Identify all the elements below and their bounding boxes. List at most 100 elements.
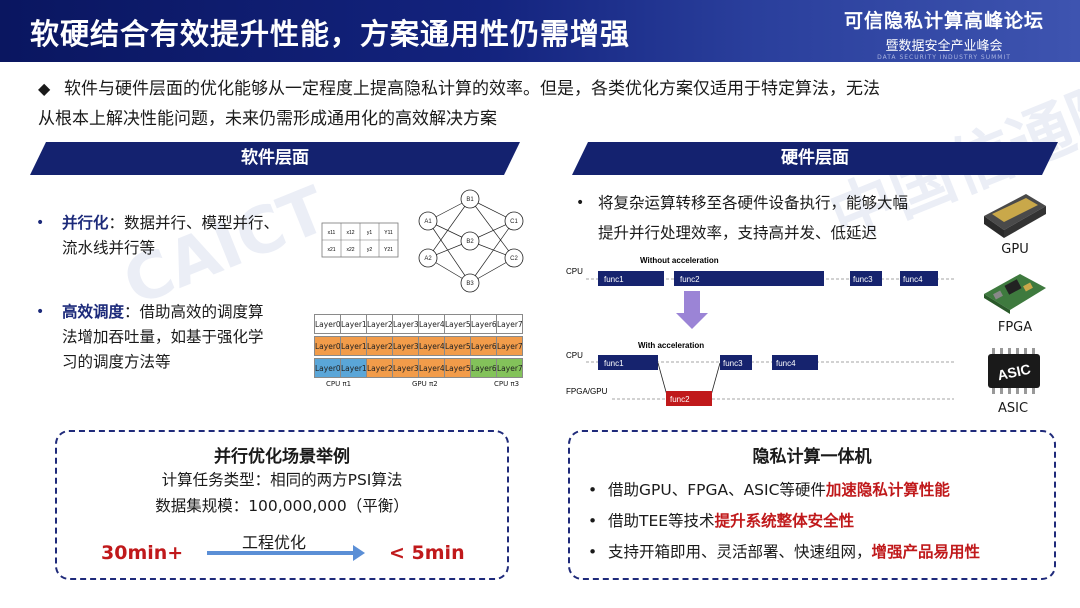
func-block [900,271,938,286]
forum-subtitle: 暨数据安全产业峰会 [885,39,1003,54]
nn-node-label: B1 [466,197,474,203]
layer-cell: Layer4 [418,336,445,356]
layer-cell: Layer1 [340,358,367,378]
parallel-diagram: x11 x12 y1 Y11 x21 x22 y2 Y21 A1 A2 B1 B… [321,189,524,293]
layer-cell: Layer1 [340,336,367,356]
layer-cell: Layer4 [418,314,445,334]
list-item: •支持开箱即用、灵活部署、快速组网，增强产品易用性 [584,537,1054,568]
software-banner: 软件层面 [30,142,520,175]
keyword: 并行化 [62,214,109,232]
layer-cell: Layer7 [496,358,523,378]
separator: ： [124,303,140,321]
layer-cell: Layer6 [470,358,497,378]
forum-english: DATA SECURITY INDUSTRY SUMMIT [877,54,1011,61]
func-label: func1 [604,275,624,284]
arrow-right-icon [207,551,357,555]
layer-cell: Layer2 [366,358,393,378]
parallel-example-box: 并行优化场景举例 计算任务类型：相同的两方PSI算法 数据集规模：100,000… [55,430,509,580]
keyword: 高效调度 [62,303,125,321]
list-item: • 借助GPU、FPGA、ASIC等硬件加速隐私计算性能 [584,475,1054,506]
item-highlight: 增强产品易用性 [871,543,981,561]
time-after: < 5min [389,542,465,564]
hardware-text-line: 提升并行处理效率，支持高并发、低延迟 [598,224,878,242]
func-block [598,355,658,370]
device-label: CPU π3 [494,380,520,388]
software-item-parallel: • 并行化：数据并行、模型并行、 流水线并行等 [36,211,312,261]
hardware-text-line: 将复杂运算转移至各硬件设备执行，能够大幅 [598,194,909,212]
bullet: • [576,195,585,211]
arrow-head-icon [353,545,365,561]
time-before: 30min+ [101,542,184,564]
func-block [674,271,824,286]
func-label: func2 [670,395,690,404]
asic-chip-text: ASIC [996,361,1032,384]
bullet: • [36,215,45,231]
layer-cell: Layer7 [496,336,523,356]
layer-cell: Layer2 [366,336,393,356]
acceleration-timeline: Without acceleration CPU func1 func2 fun… [566,256,954,406]
hardware-banner: 硬件层面 [572,142,1058,175]
forum-name: 可信隐私计算高峰论坛 [843,10,1044,32]
intro-line-2: 从根本上解决性能问题，未来仍需形成通用化的高效解决方案 [38,109,497,129]
nn-nodes [418,189,524,293]
layer-row-orange: Layer0 Layer1 Layer2 Layer3 Layer4 Layer… [314,336,523,356]
layer-cell: Layer3 [392,314,419,334]
list-item: •借助TEE等技术提升系统整体安全性 [584,506,1054,537]
privacy-appliance-box: 隐私计算一体机 • 借助GPU、FPGA、ASIC等硬件加速隐私计算性能 •借助T… [568,430,1056,580]
matrix-cell: x12 [346,230,354,236]
with-acceleration-label: With acceleration [638,341,704,350]
matrix-cell: Y11 [384,230,393,236]
matrix-cell: x22 [346,247,354,253]
func-block [850,271,882,286]
layer-row-plain: Layer0 Layer1 Layer2 Layer3 Layer4 Layer… [314,314,523,334]
appliance-feature-list: • 借助GPU、FPGA、ASIC等硬件加速隐私计算性能 •借助TEE等技术提升系… [570,475,1054,568]
layer-cell: Layer7 [496,314,523,334]
bullet: • [588,512,598,530]
nn-node-label: C2 [510,256,518,262]
matrix-cell: y2 [367,247,373,253]
matrix-cell: Y21 [384,247,393,253]
forum-logo: 可信隐私计算高峰论坛 暨数据安全产业峰会 DATA SECURITY INDUS… [844,6,1044,61]
layer-cell: Layer3 [392,336,419,356]
layer-cell: Layer5 [444,314,471,334]
diamond-bullet-icon: ◆ [38,79,51,98]
nn-node-label: B3 [466,281,474,287]
item-highlight: 加速隐私计算性能 [825,481,950,499]
layer-pipeline: Layer0 Layer1 Layer2 Layer3 Layer4 Layer… [314,314,523,392]
fpga-board-icon [984,274,1046,314]
item-text: 借助高效的调度算 [139,303,264,321]
func-block [598,271,664,286]
nn-node-label: A1 [424,219,432,225]
software-item-scheduling: • 高效调度：借助高效的调度算 法增加吞吐量，如基于强化学 习的调度方法等 [36,300,312,375]
cpu-axis-label: CPU [566,351,583,360]
box-title: 隐私计算一体机 [752,447,872,467]
box-title: 并行优化场景举例 [214,447,350,467]
bullet: • [588,481,598,499]
layer-cell: Layer0 [314,314,341,334]
item-highlight: 提升系统整体安全性 [714,512,855,530]
slide-title: 软硬结合有效提升性能，方案通用性仍需增强 [30,17,631,51]
task-type-line: 计算任务类型：相同的两方PSI算法 [161,471,403,489]
separator: ： [108,214,125,232]
layer-cell: Layer0 [314,336,341,356]
dataset-size-line: 数据集规模：100,000,000（平衡） [155,497,409,515]
item-text: 习的调度方法等 [62,353,171,371]
func-block [772,355,818,370]
intro-line-1: 软件与硬件层面的优化能够从一定程度上提高隐私计算的效率。但是，各类优化方案仅适用… [64,79,880,99]
item-text: 借助GPU、FPGA、ASIC等硬件 [608,481,826,499]
bullet: • [36,304,45,320]
hardware-description: • 将复杂运算转移至各硬件设备执行，能够大幅 提升并行处理效率，支持高并发、低延… [576,188,968,248]
matrix-cell: x11 [328,230,336,236]
item-text: 支持开箱即用、灵活部署、快速组网， [608,543,872,561]
item-text: 流水线并行等 [62,239,156,257]
data-matrix: x11 x12 y1 Y11 x21 x22 y2 Y21 [321,222,399,258]
func-label: func4 [903,275,923,284]
layer-cell: Layer3 [392,358,419,378]
intro-paragraph: ◆ 软件与硬件层面的优化能够从一定程度上提高隐私计算的效率。但是，各类优化方案仅… [38,74,1048,134]
func-label: func1 [604,359,624,368]
func-block [666,391,712,406]
layer-cell: Layer2 [366,314,393,334]
down-arrow-icon [676,291,708,329]
layer-cell: Layer1 [340,314,367,334]
layer-cell: Layer4 [418,358,445,378]
